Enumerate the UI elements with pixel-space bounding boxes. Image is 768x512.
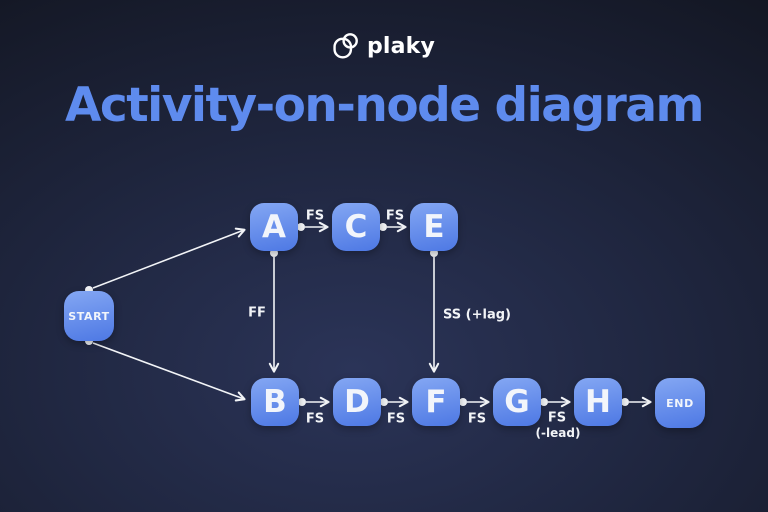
node-start: START (64, 291, 114, 341)
node-b: B (251, 378, 299, 426)
edge-f-g-dot (459, 398, 467, 406)
node-g: G (493, 378, 541, 426)
edge-h-end-dot (621, 398, 629, 406)
edge-label-a-b: FF (248, 305, 266, 321)
edge-a-c-dot (297, 223, 305, 231)
page-title: Activity-on-node diagram (64, 78, 705, 133)
node-f: F (412, 378, 460, 426)
edge-b-d-dot (298, 398, 306, 406)
edge-label-b-d: FS (305, 411, 325, 427)
node-e: E (410, 203, 458, 251)
edge-start-a (92, 227, 246, 289)
edge-label-f-g: FS (467, 411, 487, 427)
node-a: A (250, 203, 298, 251)
edge-start-b (92, 342, 246, 402)
edge-label-d-f: FS (386, 411, 406, 427)
node-h: H (574, 378, 622, 426)
node-end: END (655, 378, 705, 428)
edge-label-a-c: FS (305, 208, 325, 224)
edge-d-f-dot (380, 398, 388, 406)
node-d: D (333, 378, 381, 426)
edge-label-e-f: SS (+lag) (443, 307, 511, 323)
node-c: C (332, 203, 380, 251)
edge-sublabel-g-h: (-lead) (535, 426, 581, 440)
plaky-logo-icon (333, 33, 358, 59)
edge-label-g-h: FS (547, 410, 567, 426)
logo-wordmark: plaky (366, 33, 436, 59)
edge-label-c-e: FS (385, 208, 405, 224)
edge-c-e-dot (379, 223, 387, 231)
plaky-logo: plaky (0, 33, 768, 59)
edge-g-h-dot (540, 398, 548, 406)
